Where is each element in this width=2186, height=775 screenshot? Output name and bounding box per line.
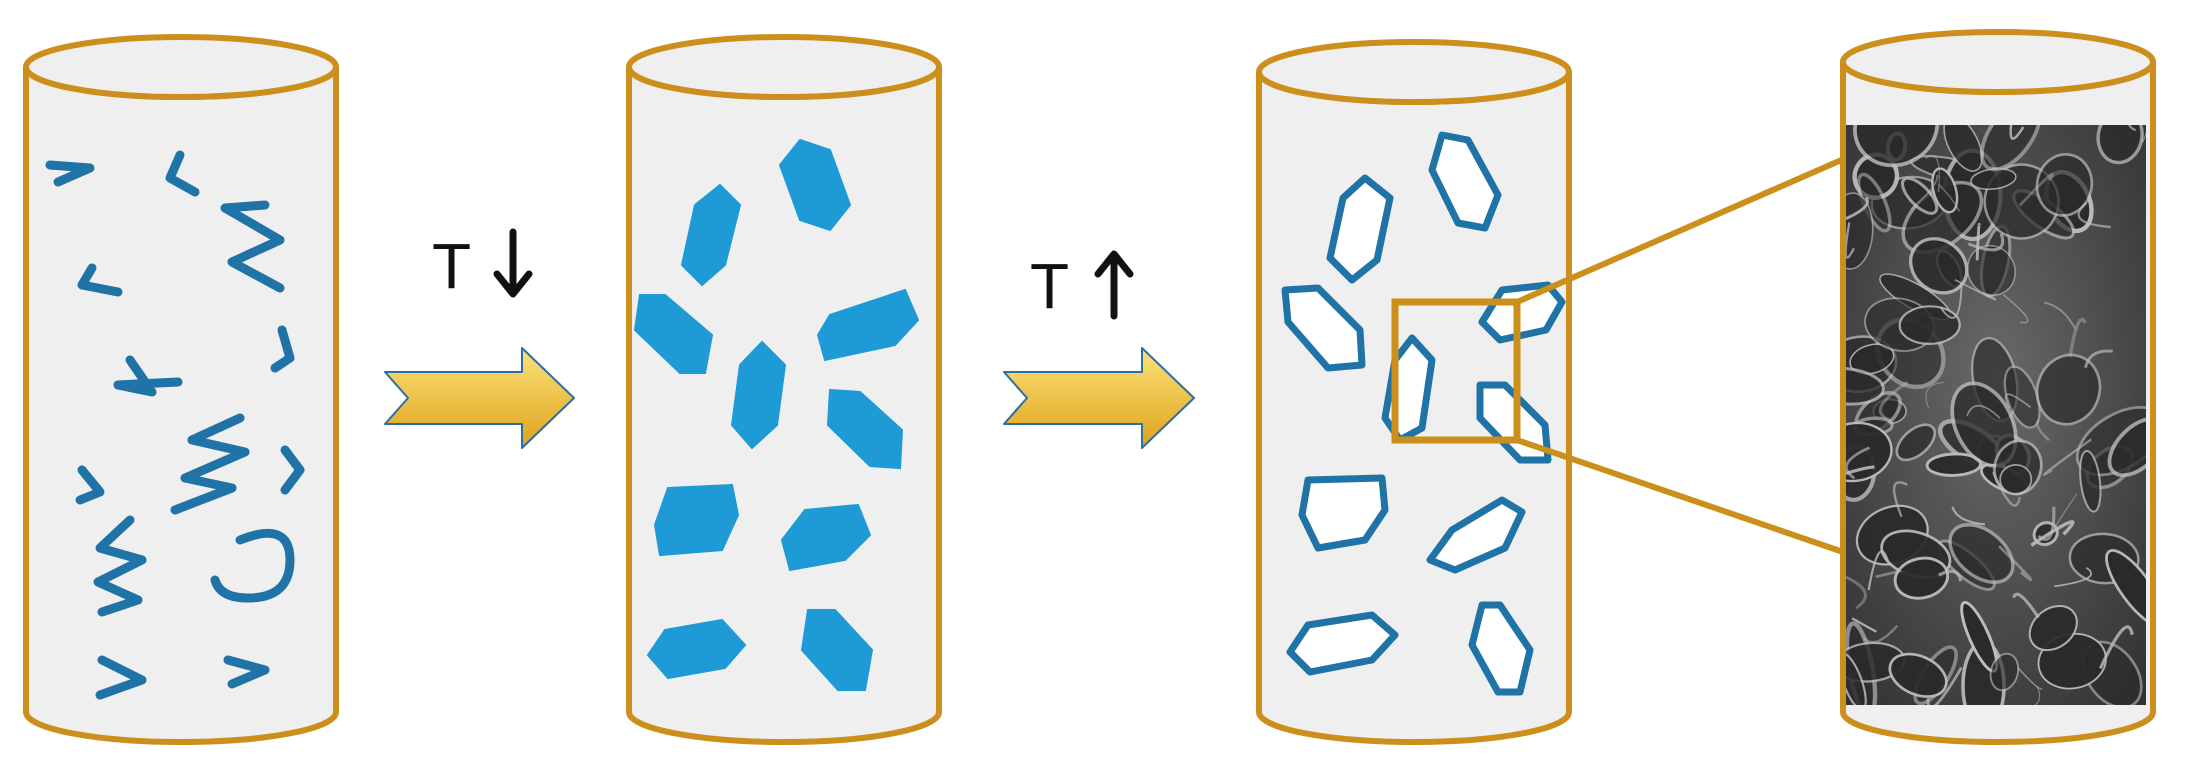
cylinder-2-top: [626, 34, 942, 100]
pore: [1281, 284, 1366, 372]
ice-crystal: [680, 183, 742, 287]
ice-crystal: [730, 340, 787, 450]
arrow-down-icon: [493, 228, 533, 298]
block-arrow: [384, 347, 575, 449]
polymer-chains: [45, 150, 305, 700]
zoom-line-bottom: [1516, 437, 1847, 556]
sem-micrograph-image: [1846, 125, 2146, 705]
ice-crystal: [800, 609, 874, 691]
pore: [1286, 611, 1399, 676]
cylinder-1-top: [23, 34, 339, 100]
polymer-chain: [45, 160, 95, 187]
polymer-chain: [210, 528, 295, 603]
ice-crystal: [780, 503, 872, 572]
polymer-chain: [93, 515, 147, 617]
pore: [1326, 174, 1394, 284]
polymer-chain: [223, 655, 270, 689]
ice-crystal: [778, 138, 852, 232]
ice-crystal: [646, 618, 747, 680]
cylinder-3-top: [1256, 39, 1572, 105]
temperature-symbol: T: [432, 230, 471, 302]
process-arrow-1: [384, 347, 575, 449]
temperature-decrease-label: T: [432, 228, 533, 302]
polymer-chain: [270, 325, 295, 373]
pore: [1426, 496, 1526, 574]
block-arrow: [1003, 347, 1195, 449]
pore: [1428, 131, 1502, 232]
polymer-chain: [113, 355, 183, 397]
ice-crystal: [653, 483, 740, 557]
cylinder-3: [1256, 39, 1572, 745]
ice-crystals: [633, 138, 920, 691]
polymer-chain: [165, 150, 200, 197]
polymer-chain: [75, 465, 105, 505]
cylinder-4: [1840, 29, 2156, 745]
cylinder-4-top: [1840, 29, 2156, 95]
ice-crystal: [816, 288, 920, 362]
temperature-symbol: T: [1030, 250, 1069, 322]
zoom-line-top: [1515, 155, 1848, 305]
process-arrow-2: [1003, 347, 1195, 449]
magnification-box: [1391, 298, 1521, 444]
zoom-connector-lines: [1515, 155, 1848, 556]
cylinder-1: [23, 34, 339, 745]
pores: [1281, 131, 1566, 696]
polymer-chain: [280, 445, 305, 495]
polymer-chain: [220, 200, 285, 293]
pore: [1468, 601, 1534, 696]
polymer-chain: [95, 655, 147, 700]
cylinder-2: [626, 34, 942, 745]
ice-crystal: [633, 294, 714, 374]
polymer-chain: [77, 263, 123, 297]
pore: [1298, 474, 1389, 552]
temperature-increase-label: T: [1030, 250, 1134, 322]
polymer-chain: [170, 413, 250, 515]
arrow-up-icon: [1094, 250, 1134, 320]
ice-crystal: [826, 388, 904, 470]
